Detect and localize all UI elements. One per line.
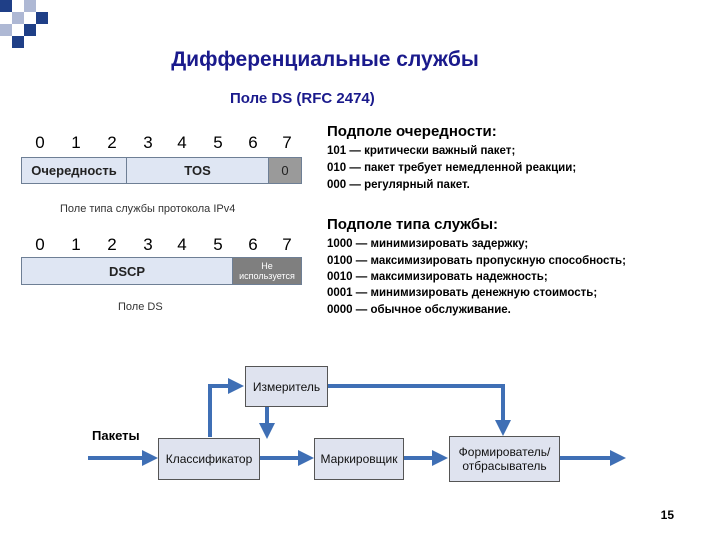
dscp-field: DSCP xyxy=(21,257,233,285)
deco-square xyxy=(12,36,24,48)
bit-number: 4 xyxy=(177,133,187,152)
classifier-box: Классификатор xyxy=(158,438,260,480)
precedence-field: Очередность xyxy=(21,157,127,184)
service-line: 0010 — максимизировать надежность; xyxy=(327,271,548,283)
deco-square xyxy=(0,24,12,36)
precedence-line: 000 — регулярный пакет. xyxy=(327,179,470,191)
unused-label-line2: используется xyxy=(239,271,295,281)
precedence-line: 010 — пакет требует немедленной реакции; xyxy=(327,162,577,174)
bit-number: 4 xyxy=(177,235,187,254)
unused-label-line1: Не xyxy=(261,261,273,271)
deco-square xyxy=(0,0,12,12)
shaper-box: Формирователь/ отбрасыватель xyxy=(449,436,560,482)
shaper-label-line2: отбрасыватель xyxy=(462,459,547,473)
deco-square xyxy=(36,12,48,24)
page-number: 15 xyxy=(660,508,674,522)
service-line: 1000 — минимизировать задержку; xyxy=(327,238,529,250)
zero-bit-field: 0 xyxy=(268,157,302,184)
meter-box: Измеритель xyxy=(245,366,328,407)
bit-number: 5 xyxy=(213,133,223,152)
precedence-line: 101 — критически важный пакет; xyxy=(327,145,516,157)
ipv4-field-caption: Поле типа службы протокола IPv4 xyxy=(60,203,236,215)
packets-label: Пакеты xyxy=(92,428,140,443)
marker-box: Маркировщик xyxy=(314,438,404,480)
bit-number: 7 xyxy=(282,235,292,254)
bit-number: 0 xyxy=(35,133,45,152)
deco-square xyxy=(12,12,24,24)
page-subtitle: Поле DS (RFC 2474) xyxy=(230,90,375,107)
shaper-label-line1: Формирователь/ xyxy=(458,445,551,459)
ds-field-caption: Поле DS xyxy=(118,301,163,313)
deco-square xyxy=(24,0,36,12)
bit-numbers-ipv4: 0 1 2 3 4 5 6 7 xyxy=(22,133,307,153)
tos-field: TOS xyxy=(126,157,269,184)
bit-number: 1 xyxy=(71,235,81,254)
service-line: 0001 — минимизировать денежную стоимость… xyxy=(327,287,598,299)
bit-number: 2 xyxy=(107,235,117,254)
bit-number: 6 xyxy=(248,235,258,254)
service-line: 0100 — максимизировать пропускную способ… xyxy=(327,255,626,267)
bit-number: 7 xyxy=(282,133,292,152)
bit-number: 1 xyxy=(71,133,81,152)
unused-bits-field: Не используется xyxy=(232,257,302,285)
page-title: Дифференциальные службы xyxy=(171,48,479,71)
precedence-subfield-heading: Подполе очередности: xyxy=(327,123,497,140)
bit-number: 6 xyxy=(248,133,258,152)
bit-number: 3 xyxy=(143,235,153,254)
bit-numbers-ds: 0 1 2 3 4 5 6 7 xyxy=(22,235,307,255)
bit-number: 3 xyxy=(143,133,153,152)
arrow-meter-to-shaper xyxy=(328,384,511,436)
arrow-packets-to-meter xyxy=(208,378,244,437)
bit-number: 5 xyxy=(213,235,223,254)
service-line: 0000 — обычное обслуживание. xyxy=(327,304,511,316)
bit-number: 0 xyxy=(35,235,45,254)
bit-number: 2 xyxy=(107,133,117,152)
service-subfield-heading: Подполе типа службы: xyxy=(327,216,498,233)
deco-square xyxy=(24,24,36,36)
